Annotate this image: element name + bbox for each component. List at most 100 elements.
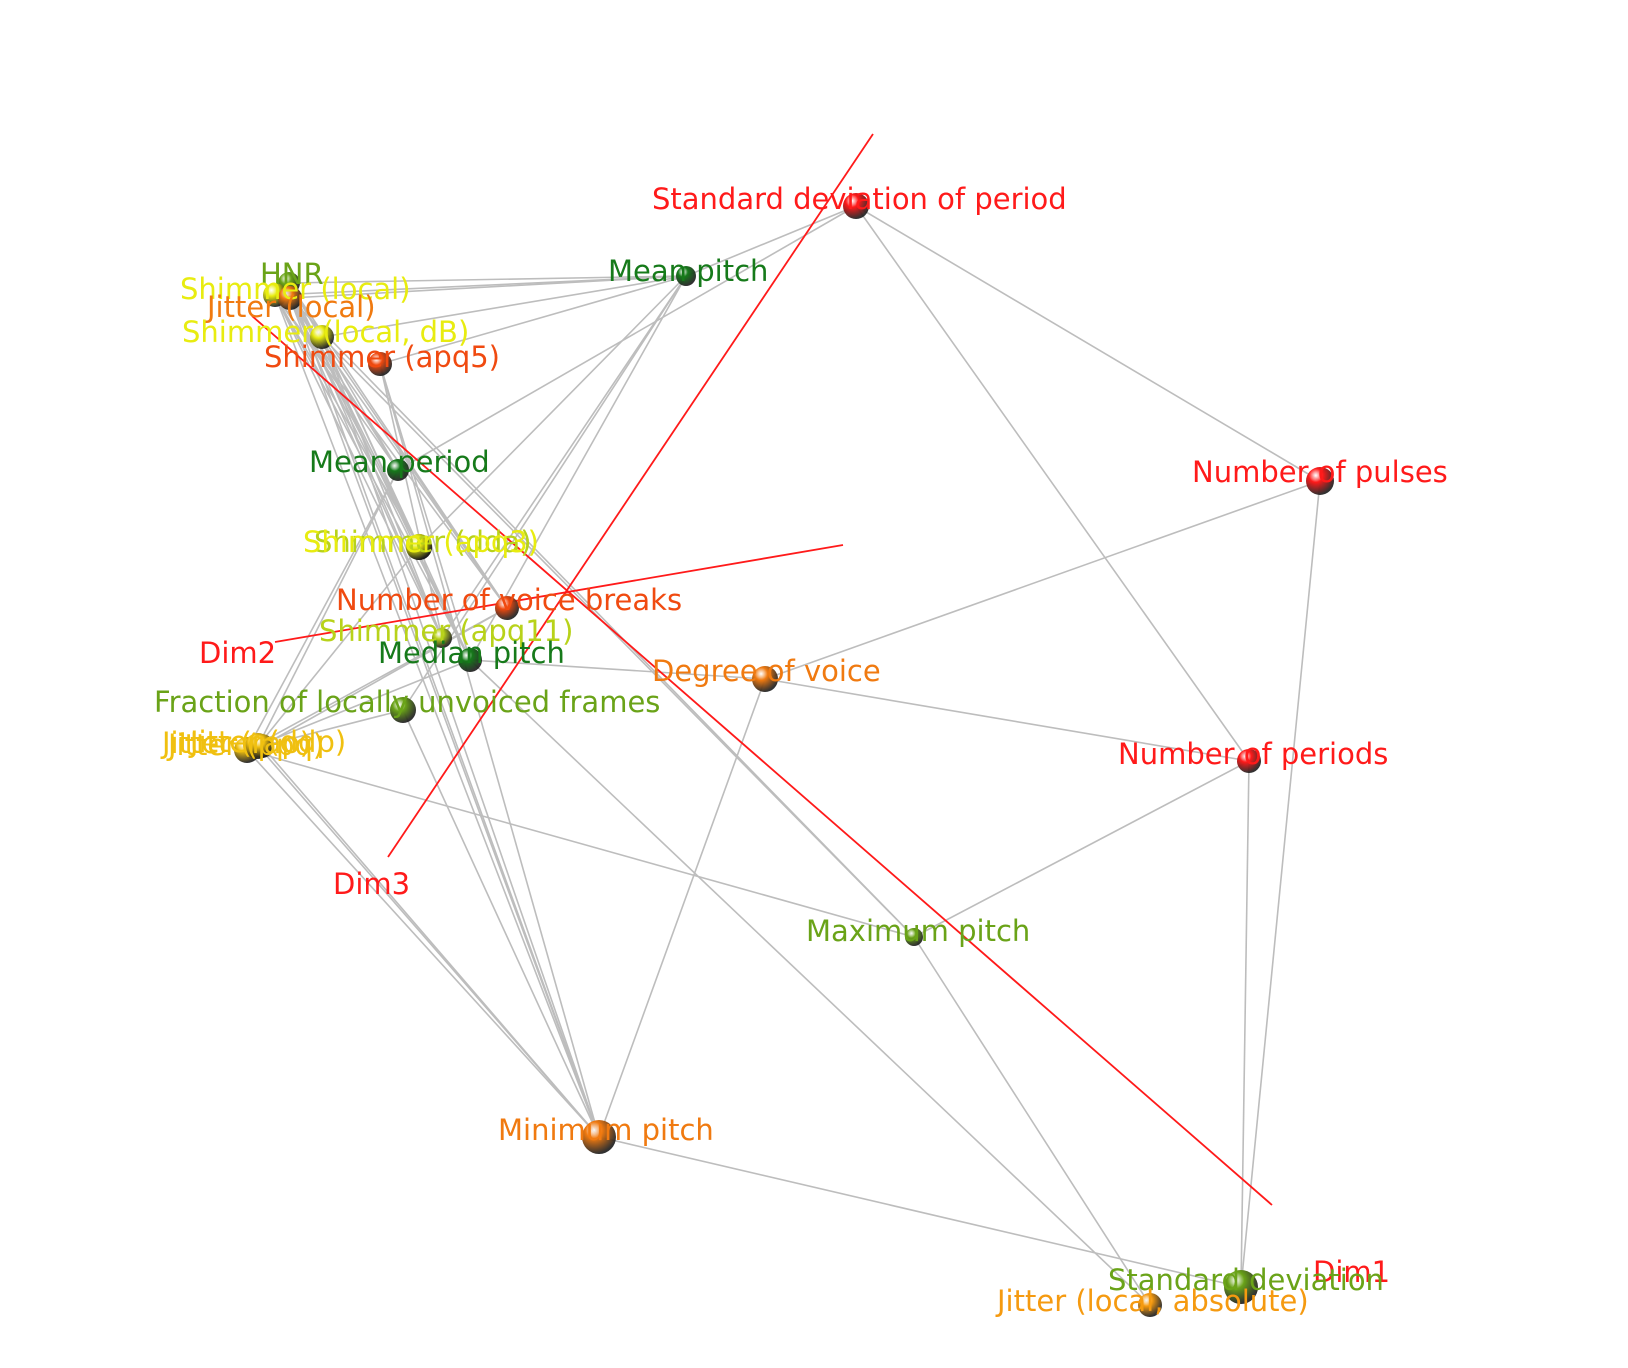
node-label: Shimmer (apq3) (303, 525, 539, 559)
edge-line (441, 275, 687, 639)
edge-line (764, 480, 1321, 680)
node-sphere (1224, 1270, 1258, 1304)
node-label: Median pitch (378, 636, 565, 670)
edge-line (321, 336, 443, 639)
node-label: Jitter (ddp) (188, 725, 346, 759)
node-sphere (406, 534, 432, 560)
axis-label-dim1: Dim1 (1313, 1255, 1390, 1289)
node-label: Number of voice breaks (336, 583, 682, 617)
edge-line (246, 659, 471, 751)
edge-line (598, 1136, 1242, 1288)
edge-line (855, 205, 1321, 482)
node-label: Mean pitch (608, 254, 768, 288)
edge-line (379, 275, 687, 365)
edge-line (469, 659, 1151, 1306)
edge-line (321, 336, 471, 661)
node-label: Jitter (local) (205, 290, 376, 324)
node-sphere (390, 697, 416, 723)
node-sphere (1237, 749, 1261, 773)
node-label: Number of periods (1118, 737, 1388, 771)
edge-line (764, 678, 1250, 762)
edge-line (469, 659, 766, 680)
edge-line (261, 745, 600, 1138)
edge-line (469, 275, 687, 661)
node-label: HNR (260, 257, 324, 291)
node-label: Shimmer (local, dB) (182, 315, 469, 349)
node-sphere (250, 734, 274, 758)
node-sphere (843, 193, 869, 219)
edge-line (913, 936, 1151, 1306)
edge-line (274, 294, 420, 548)
node-sphere (1138, 1293, 1162, 1317)
node-label: Jitter (ppq) (166, 728, 324, 762)
node-sphere (310, 325, 334, 349)
node-sphere (495, 596, 519, 620)
edge-line (321, 336, 915, 938)
edge-line (257, 546, 420, 747)
edge-line (274, 294, 471, 661)
node-label: Jitter (rap) (160, 726, 311, 760)
edge-line (379, 363, 600, 1138)
edge-line (1240, 760, 1250, 1288)
node-label: Standard deviation of period (652, 182, 1067, 216)
node-label: Shimmer (dda) (314, 525, 532, 559)
node-label: Maximum pitch (806, 914, 1030, 948)
edge-line (261, 607, 508, 747)
node-label: Number of pulses (1192, 455, 1448, 489)
edge-line (1240, 480, 1321, 1288)
edge-line (274, 294, 600, 1138)
edge-line (379, 363, 443, 639)
edge-line (289, 297, 471, 661)
node-layer (234, 193, 1334, 1317)
edge-line (598, 678, 766, 1138)
edge-line (402, 709, 600, 1138)
node-sphere (278, 286, 302, 310)
node-sphere (368, 352, 392, 376)
node-sphere (676, 266, 696, 286)
node-label: Standard deviation (1108, 1263, 1384, 1297)
axis-line-dim1 (251, 315, 1273, 1206)
node-label: Shimmer (apq5) (264, 340, 500, 374)
node-label: Mean period (309, 445, 490, 479)
edge-line (288, 275, 687, 284)
edge-layer (246, 205, 1321, 1306)
node-label: Shimmer (apq11) (319, 614, 573, 648)
node-sphere (582, 1120, 616, 1154)
node-label: Fraction of locally unvoiced frames (154, 685, 660, 719)
axis-line-dim3 (387, 133, 874, 858)
edge-line (321, 336, 508, 609)
node-label: Shimmer (local) (180, 272, 411, 306)
edge-line (289, 275, 687, 299)
axis-layer (251, 133, 1273, 1206)
node-sphere (387, 459, 409, 481)
edge-line (246, 749, 915, 938)
node-sphere (905, 928, 923, 946)
edge-line (289, 297, 443, 639)
axis-label-dim2: Dim2 (199, 636, 276, 670)
edge-line (913, 760, 1250, 938)
axis-line-dim2 (274, 544, 844, 643)
edge-line (418, 275, 687, 548)
edge-line (855, 205, 1250, 762)
edge-line (274, 294, 443, 639)
axis-label-dim3: Dim3 (333, 867, 410, 901)
edge-line (246, 469, 399, 751)
edge-line (246, 749, 600, 1138)
node-label: Jitter (local, absolute) (995, 1284, 1309, 1318)
node-label: Degree of voice (652, 654, 881, 688)
node-sphere (458, 648, 482, 672)
edge-line (289, 297, 600, 1138)
edge-line (288, 282, 399, 471)
node-sphere (1306, 467, 1334, 495)
node-label: Minimum pitch (498, 1113, 714, 1147)
edge-line (274, 294, 399, 471)
edge-line (321, 275, 687, 338)
edge-line (685, 205, 857, 277)
node-sphere (752, 666, 778, 692)
edge-line (321, 336, 600, 1138)
node-sphere (432, 628, 452, 648)
edge-line (257, 469, 399, 747)
edge-line (397, 205, 857, 471)
